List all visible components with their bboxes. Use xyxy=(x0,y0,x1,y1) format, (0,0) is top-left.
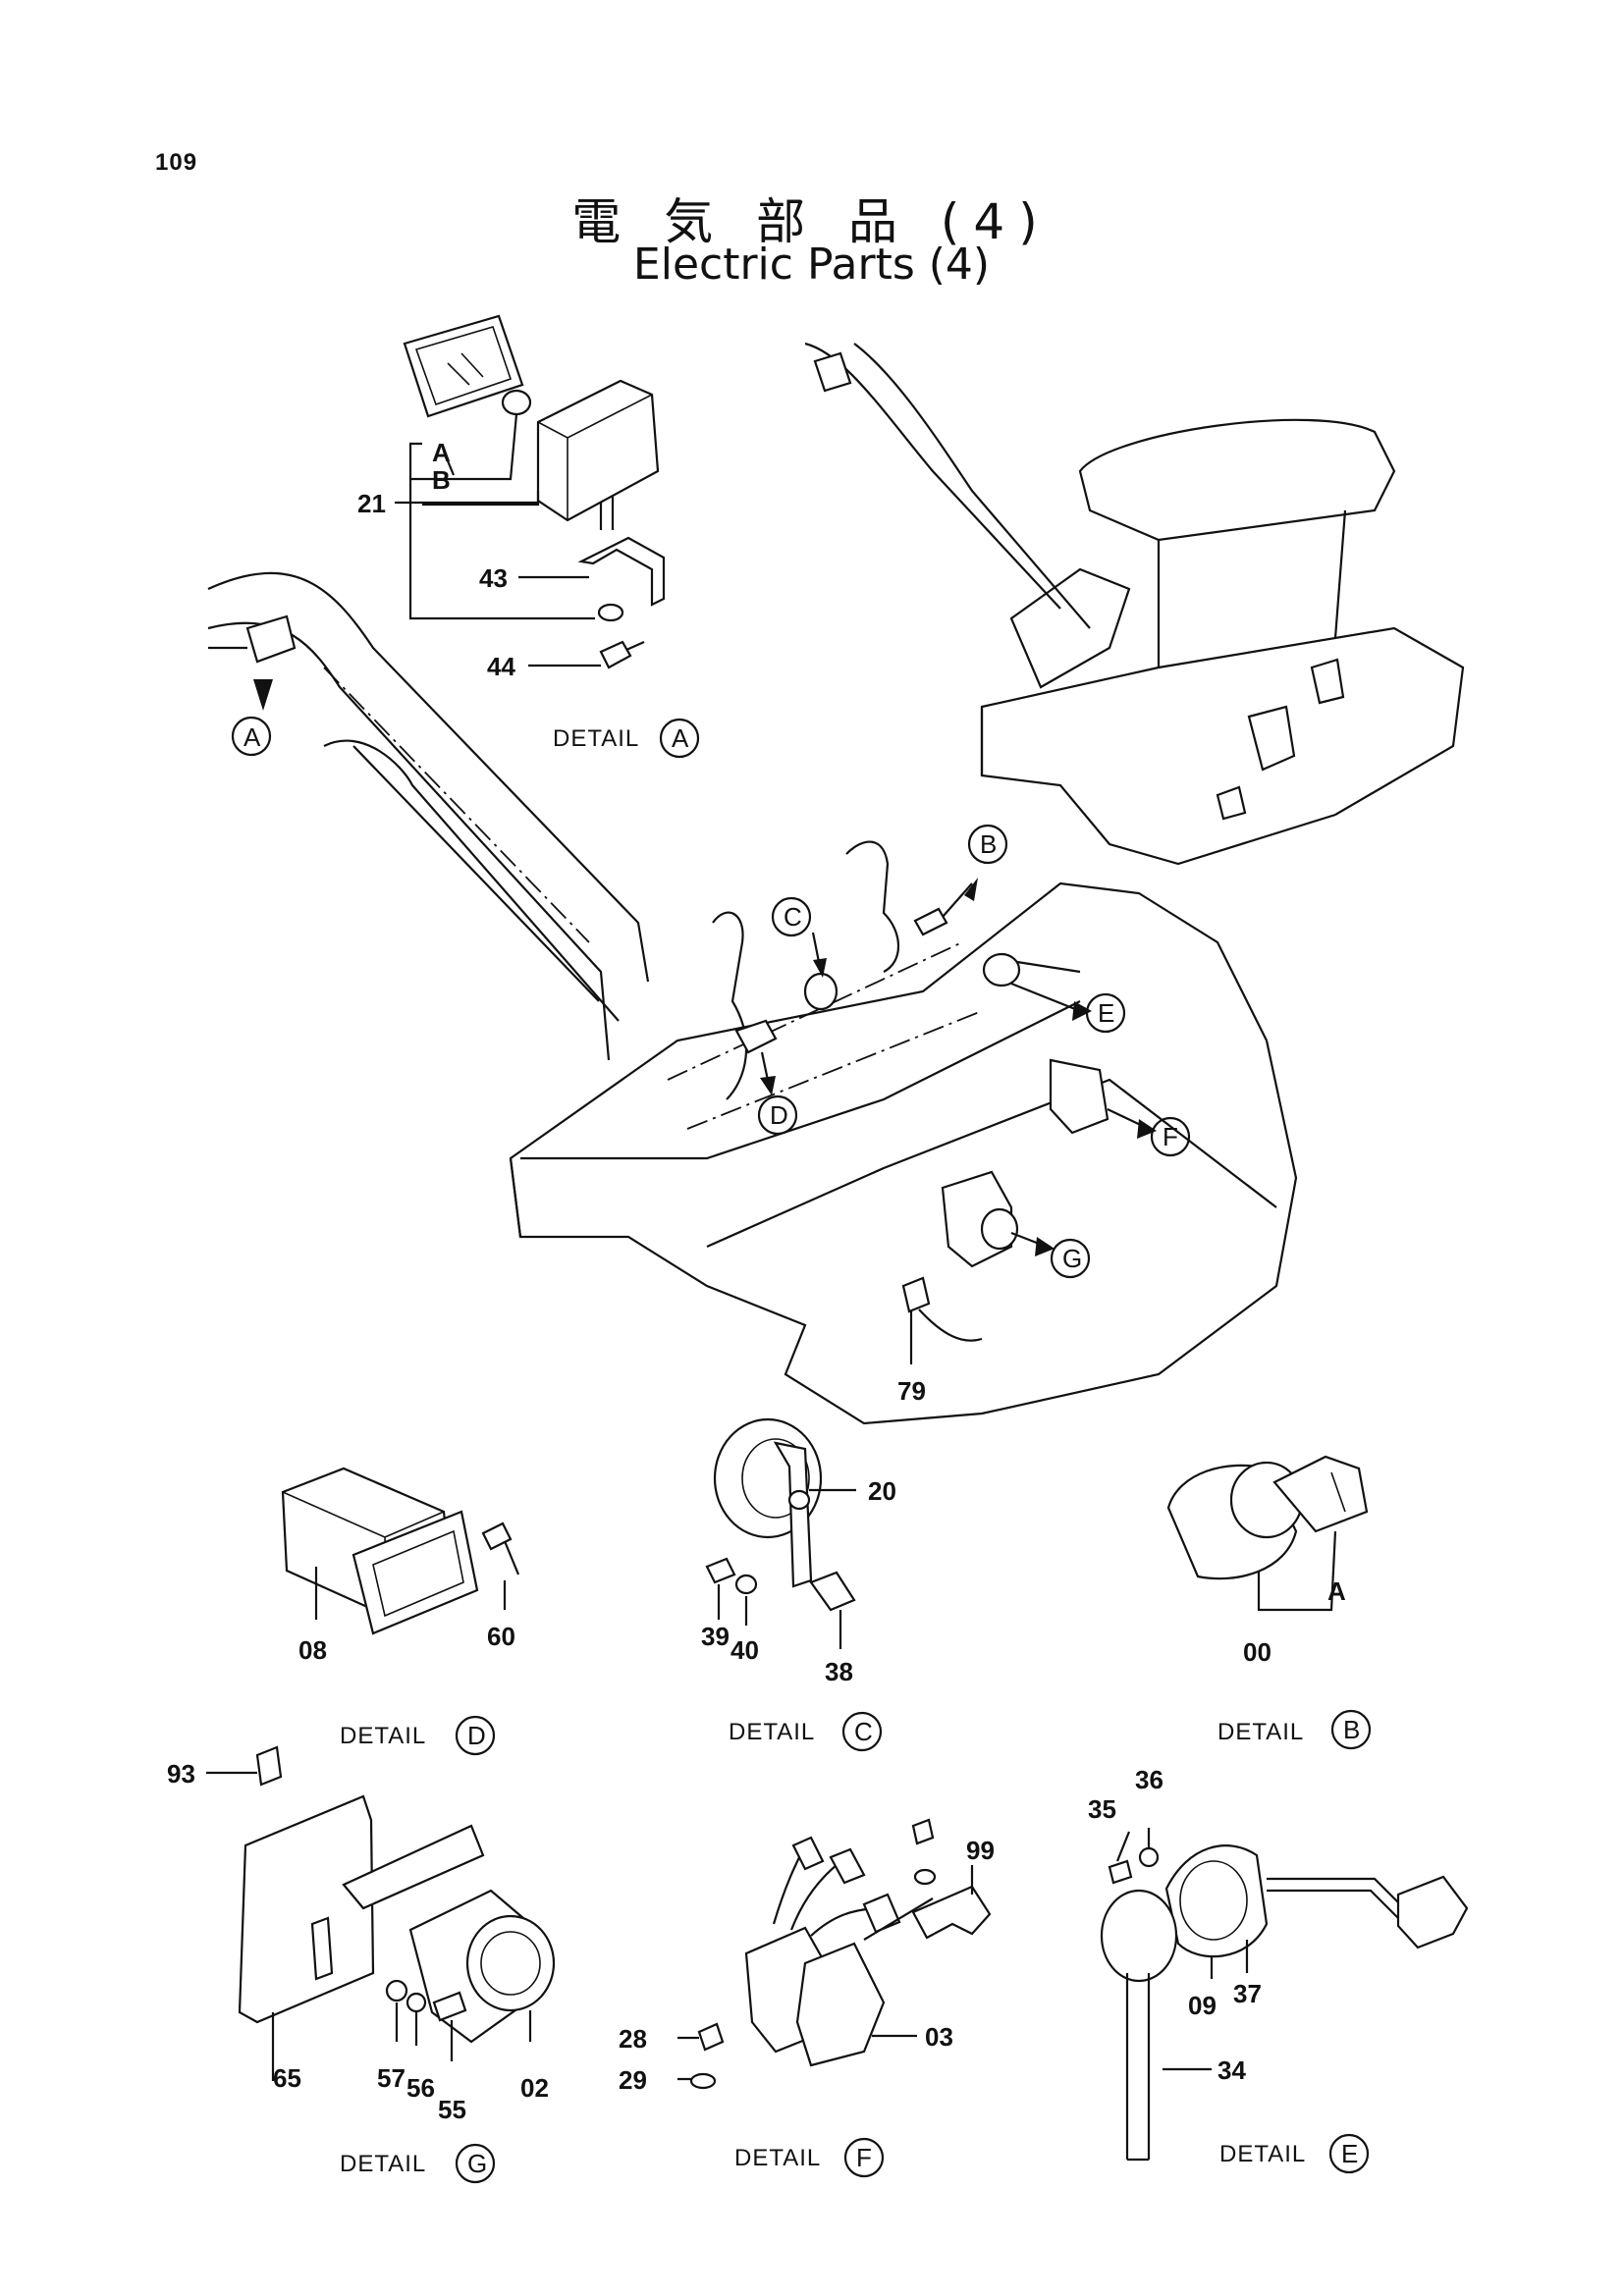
part-35: 35 xyxy=(1088,1794,1116,1824)
detail-d-label: DETAIL xyxy=(340,1723,426,1749)
cab-overview xyxy=(804,342,1465,866)
detail-g-label: DETAIL xyxy=(340,2151,426,2177)
part-37: 37 xyxy=(1233,1979,1262,2008)
title-english: Electric Parts (4) xyxy=(632,240,991,290)
label-a: A xyxy=(432,438,451,467)
part-99: 99 xyxy=(966,1836,995,1865)
callout-d: D xyxy=(770,1100,788,1130)
detail-a-letter: A xyxy=(672,723,689,753)
part-08: 08 xyxy=(298,1635,327,1665)
detail-c-horn: 20 39 40 38 DETAIL C xyxy=(701,1417,896,1752)
callout-g: G xyxy=(1062,1244,1082,1273)
detail-f-letter: F xyxy=(856,2143,872,2172)
detail-f-component: 99 03 28 29 DETAIL F xyxy=(619,1818,995,2178)
part-93: 93 xyxy=(167,1759,195,1789)
detail-a-label: DETAIL xyxy=(553,725,639,752)
callout-f: F xyxy=(1163,1122,1178,1151)
machine-overview xyxy=(207,571,1298,1425)
part-34: 34 xyxy=(1217,2056,1246,2085)
part-02: 02 xyxy=(520,2073,549,2103)
detail-d-letter: D xyxy=(467,1721,486,1750)
part-00: 00 xyxy=(1243,1637,1271,1667)
part-39: 39 xyxy=(701,1622,730,1651)
part-21: 21 xyxy=(357,489,386,518)
part-43: 43 xyxy=(479,563,508,593)
part-20: 20 xyxy=(868,1476,896,1506)
detail-e-letter: E xyxy=(1341,2139,1358,2168)
detail-e-component: 35 36 09 37 34 DETAIL E xyxy=(1088,1765,1469,2174)
part-79: 79 xyxy=(897,1376,926,1406)
part-28: 28 xyxy=(619,2024,647,2054)
part-36: 36 xyxy=(1135,1765,1163,1794)
detail-g-component: 93 65 57 56 55 02 DETAIL G xyxy=(167,1745,556,2184)
callout-b: B xyxy=(980,829,997,859)
part-65: 65 xyxy=(273,2063,301,2093)
page-number: 109 xyxy=(155,149,198,176)
callout-e: E xyxy=(1098,998,1114,1028)
part-44: 44 xyxy=(487,652,515,681)
detail-b-letter: B xyxy=(1343,1715,1360,1744)
part-03: 03 xyxy=(925,2022,953,2052)
detail-d-component: 08 60 DETAIL D xyxy=(281,1467,520,1756)
overview-callouts: A B C D E xyxy=(231,716,1191,1406)
part-55: 55 xyxy=(438,2095,466,2124)
part-09: 09 xyxy=(1188,1991,1217,2020)
detail-b-key-switch: A 00 DETAIL B xyxy=(1166,1455,1372,1750)
detail-c-label: DETAIL xyxy=(729,1719,815,1745)
part-29: 29 xyxy=(619,2065,647,2095)
detail-b-label: DETAIL xyxy=(1217,1719,1304,1745)
title-japanese: 電 気 部 品 (4) xyxy=(571,193,1052,250)
part-56: 56 xyxy=(406,2073,435,2103)
label-b: B xyxy=(432,465,451,495)
detail-f-label: DETAIL xyxy=(734,2145,821,2171)
part-57: 57 xyxy=(377,2063,406,2093)
detail-c-letter: C xyxy=(854,1717,873,1746)
label-key-a: A xyxy=(1327,1576,1346,1606)
detail-a-work-light: A B 21 43 44 DETAIL A xyxy=(357,314,700,759)
part-60: 60 xyxy=(487,1622,515,1651)
part-38: 38 xyxy=(825,1657,853,1686)
part-40: 40 xyxy=(730,1635,759,1665)
detail-e-label: DETAIL xyxy=(1219,2141,1306,2167)
detail-g-letter: G xyxy=(467,2149,487,2178)
callout-c: C xyxy=(784,902,802,932)
callout-a: A xyxy=(243,722,261,752)
